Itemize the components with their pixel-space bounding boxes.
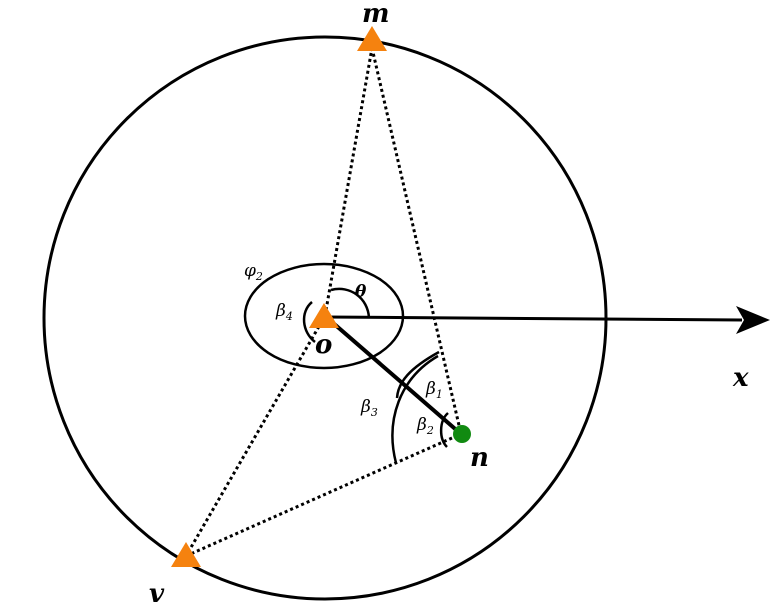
marker-v [171, 542, 201, 567]
x-axis [324, 315, 743, 322]
dotted-line-v-n [185, 432, 462, 558]
label-beta4: β4 [275, 301, 293, 323]
segment-o-n [323, 314, 463, 436]
label-phi2: φ2 [244, 261, 263, 283]
label-beta4-base: β [275, 301, 286, 321]
dotted-lines [184, 47, 463, 558]
dotted-line-m-n [370, 47, 463, 435]
dotted-line-o-v [184, 315, 327, 557]
label-x: x [732, 363, 749, 393]
angle-arc-theta [330, 287, 371, 319]
label-n: n [470, 443, 489, 473]
marker-o [309, 303, 339, 328]
label-beta3-sub: 3 [371, 406, 378, 419]
angle-arc-beta3 [391, 354, 439, 464]
label-m: m [362, 0, 390, 29]
angle-arc-beta2 [439, 412, 449, 448]
label-beta3: β3 [360, 397, 378, 419]
label-beta2-base: β [416, 415, 427, 435]
label-phi2-base: φ [244, 261, 256, 281]
label-beta4-sub: 4 [285, 310, 293, 323]
angle-arcs [243, 262, 449, 464]
label-theta: θ [355, 282, 367, 302]
label-beta3-base: β [360, 397, 371, 417]
label-beta1-sub: 1 [436, 388, 443, 401]
marker-n [453, 425, 471, 443]
angle-arc-beta1 [395, 350, 440, 399]
label-beta2: β2 [416, 415, 434, 437]
marker-m [357, 26, 387, 51]
x-axis-arrowhead [736, 306, 770, 334]
label-phi2-sub: 2 [255, 270, 263, 283]
label-v: v [149, 579, 165, 606]
label-o: o [315, 330, 332, 360]
label-beta1: β1 [425, 379, 443, 401]
angle-arc-phi2 [243, 262, 405, 370]
label-beta1-base: β [425, 379, 436, 399]
angle-arc-beta4 [302, 301, 316, 343]
label-beta2-sub: 2 [426, 424, 434, 437]
dotted-line-o-m [323, 47, 374, 317]
